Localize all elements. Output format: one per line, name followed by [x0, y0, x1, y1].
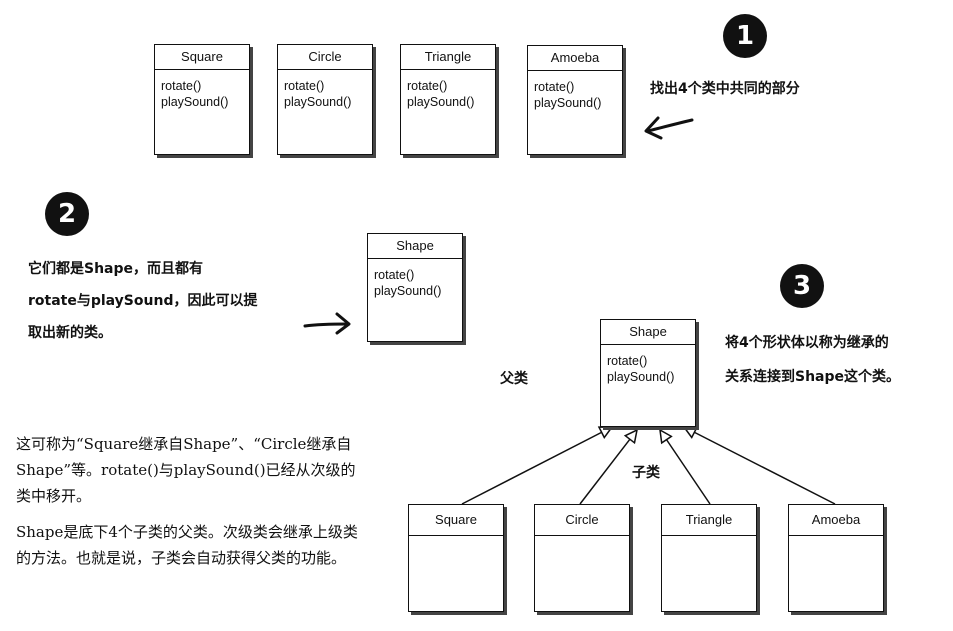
class-name: Triangle	[401, 45, 495, 70]
class-box-triangle: Triangle rotate() playSound()	[400, 44, 496, 155]
step2-badge: 2	[45, 192, 89, 236]
subclass-box-square: Square	[408, 504, 504, 612]
class-box-shape-superclass: Shape rotate() playSound()	[600, 319, 696, 427]
step2-arrow-icon	[303, 322, 350, 328]
class-name: Amoeba	[528, 46, 622, 71]
class-name: Amoeba	[789, 505, 883, 536]
method: playSound()	[374, 284, 442, 298]
step3-note-line1: 将4个形状体以称为继承的	[725, 335, 889, 351]
class-name: Shape	[368, 234, 462, 259]
class-name: Circle	[278, 45, 372, 70]
explanation-paragraph-2: Shape是底下4个子类的父类。次级类会继承上级类的方法。也就是说，子类会自动获…	[16, 523, 358, 567]
class-box-amoeba: Amoeba rotate() playSound()	[527, 45, 623, 155]
class-box-circle: Circle rotate() playSound()	[277, 44, 373, 155]
method: playSound()	[407, 95, 475, 109]
circle-inherits-line	[579, 430, 637, 505]
step3-badge: 3	[780, 264, 824, 308]
subclass-label: 子类	[632, 465, 660, 481]
method: rotate()	[374, 268, 415, 282]
step1-arrowhead-icon	[644, 116, 663, 140]
class-name: Square	[155, 45, 249, 70]
square-inherits-line	[461, 427, 612, 505]
step2-arrowhead-icon	[335, 312, 351, 335]
class-name: Triangle	[662, 505, 756, 536]
method: rotate()	[407, 79, 448, 93]
method: playSound()	[534, 96, 602, 110]
step2-note-line2: rotate与playSound，因此可以提	[28, 293, 258, 309]
step1-note: 找出4个类中共同的部分	[650, 81, 800, 97]
step2-note-line3: 取出新的类。	[28, 325, 112, 341]
explanation-paragraph-1: 这可称为“Square继承自Shape”、“Circle继承自Shape”等。r…	[16, 435, 356, 505]
method: playSound()	[161, 95, 229, 109]
method: playSound()	[284, 95, 352, 109]
class-name: Shape	[601, 320, 695, 345]
subclass-box-circle: Circle	[534, 504, 630, 612]
step3-note-line2: 关系连接到Shape这个类。	[725, 369, 901, 385]
method: rotate()	[607, 354, 648, 368]
method: rotate()	[284, 79, 325, 93]
class-name: Circle	[535, 505, 629, 536]
class-name: Square	[409, 505, 503, 536]
triangle-inherits-line	[660, 430, 711, 505]
amoeba-inherits-line	[684, 427, 836, 505]
superclass-label: 父类	[500, 371, 528, 387]
method: rotate()	[534, 80, 575, 94]
subclass-box-amoeba: Amoeba	[788, 504, 884, 612]
step2-note-line1: 它们都是Shape，而且都有	[28, 261, 204, 277]
method: playSound()	[607, 370, 675, 384]
method: rotate()	[161, 79, 202, 93]
subclass-box-triangle: Triangle	[661, 504, 757, 612]
class-box-square: Square rotate() playSound()	[154, 44, 250, 155]
step1-badge: 1	[723, 14, 767, 58]
class-box-shape-extracted: Shape rotate() playSound()	[367, 233, 463, 342]
step1-arrow-icon	[646, 118, 694, 133]
